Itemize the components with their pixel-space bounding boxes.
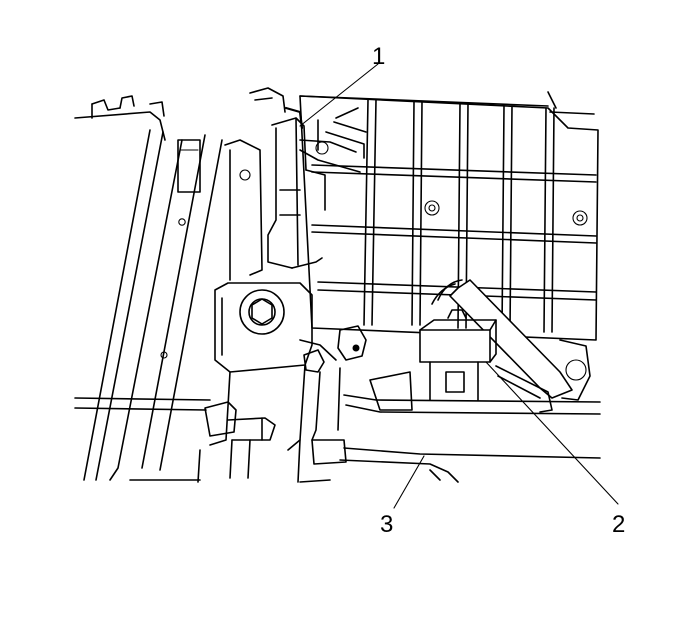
callout-3: 3: [380, 511, 393, 538]
harness-connector: [369, 279, 591, 413]
callout-2: 2: [612, 511, 625, 538]
grid-panel: [299, 91, 599, 341]
hinge-bracket: [204, 87, 313, 479]
latch-assembly: [267, 106, 367, 269]
callout-1: 1: [372, 43, 385, 70]
leader-line-3: [393, 455, 425, 509]
lower-cross-member: [297, 325, 601, 483]
leader-line-2: [485, 361, 619, 505]
seat-frame-rail: [74, 95, 251, 483]
leader-line-1: [299, 63, 379, 127]
callout-leaders: [299, 63, 619, 509]
